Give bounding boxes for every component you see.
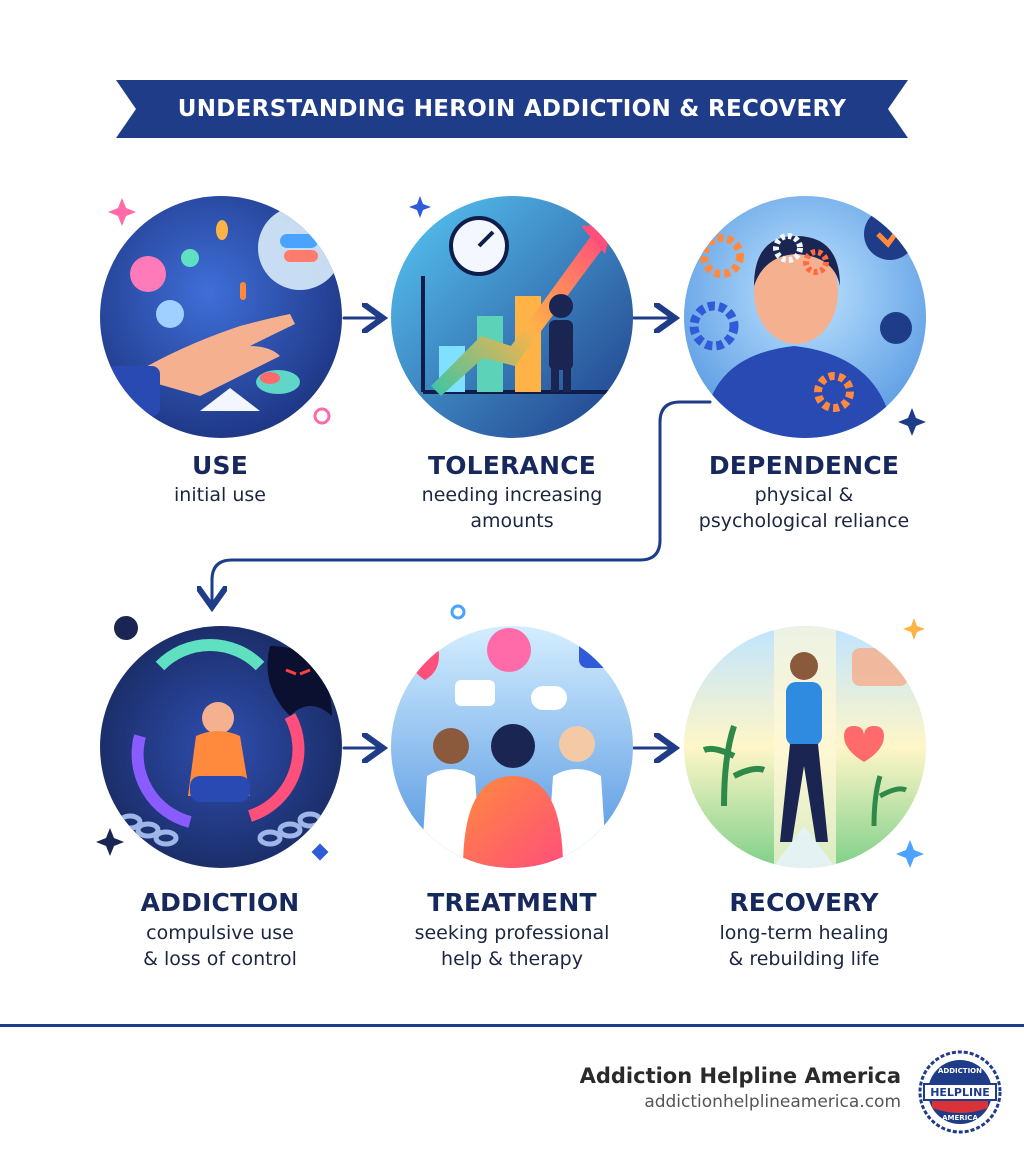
logo-bottom-text: AMERICA (942, 1114, 978, 1122)
helpline-logo-icon: ADDICTION HELPLINE AMERICA (918, 1050, 1002, 1134)
brand-name: Addiction Helpline America (579, 1064, 901, 1088)
step-recovery: RECOVERY long-term healing & rebuilding … (674, 626, 934, 970)
rising-chart-icon (391, 196, 633, 438)
step-title: RECOVERY (729, 888, 879, 917)
step-description: long-term healing & rebuilding life (719, 922, 889, 970)
walking-person-icon (684, 626, 926, 868)
step-dependence: DEPENDENCE physical & psychological reli… (674, 196, 934, 536)
logo-middle-text: HELPLINE (930, 1086, 990, 1099)
header-banner: UNDERSTANDING HEROIN ADDICTION & RECOVER… (116, 80, 908, 138)
medical-team-icon (391, 626, 633, 868)
step-description: physical & psychological reliance (698, 484, 910, 532)
step-title: DEPENDENCE (708, 451, 900, 480)
step-title: USE (192, 451, 248, 480)
head-gears-icon (684, 196, 926, 438)
chained-cycle-icon (100, 626, 342, 868)
step-use: USE initial use (90, 196, 350, 526)
step-title: ADDICTION (140, 888, 300, 917)
step-title: TREATMENT (427, 888, 597, 917)
page-title: UNDERSTANDING HEROIN ADDICTION & RECOVER… (177, 96, 847, 122)
step-description: seeking professional help & therapy (414, 922, 610, 970)
footer-divider (0, 1024, 1024, 1027)
step-description: initial use (174, 484, 266, 506)
step-description: needing increasing amounts (421, 484, 603, 532)
step-treatment: TREATMENT seeking professional help & th… (382, 626, 642, 970)
brand-url[interactable]: addictionhelplineamerica.com (644, 1092, 901, 1112)
step-description: compulsive use & loss of control (143, 922, 297, 970)
step-tolerance: TOLERANCE needing increasing amounts (382, 196, 642, 532)
sparkle-icon (96, 196, 926, 868)
logo-top-text: ADDICTION (938, 1067, 982, 1075)
step-title: TOLERANCE (427, 451, 597, 480)
step-addiction: ADDICTION compulsive use & loss of contr… (90, 626, 350, 970)
arrow-dependence-addiction (212, 400, 712, 604)
banner-ribbon-shape (116, 80, 908, 138)
